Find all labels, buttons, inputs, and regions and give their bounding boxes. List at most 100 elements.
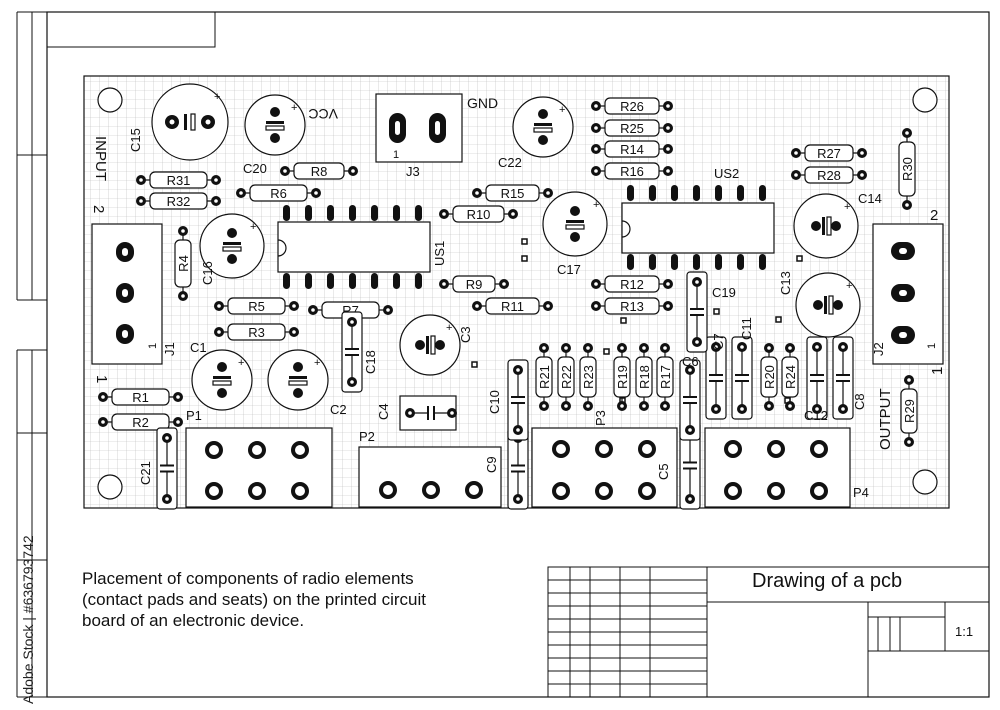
resistor-r25: R25 [591,119,673,137]
resistor-r20: R20 [760,343,778,411]
label-j1-pin: 1 [147,343,159,349]
polarity-mark: + [446,322,452,334]
resistor-label: R6 [270,186,287,201]
capacitor-label: C8 [852,393,867,410]
resistor-r14: R14 [591,140,673,158]
capacitor-c19: C19 [686,271,736,353]
capacitor-label: C2 [330,402,347,417]
resistor-label: R25 [620,121,644,136]
capacitor-c13: +C13 [778,271,861,338]
resistor-label: R21 [537,365,552,389]
capacitor-label: C10 [487,390,502,414]
caption-line-3: board of an electronic device. [82,611,305,630]
label-j1: J1 [162,342,177,356]
capacitor-c10: C10 [487,359,529,441]
resistor-r2: R2 [98,413,183,431]
capacitor-label: C18 [363,350,378,374]
resistor-r8: R8 [280,162,358,180]
resistor-r10: R10 [439,205,518,223]
resistor-r4: R4 [174,226,192,301]
title-block [547,566,990,698]
label-p2: P2 [359,429,375,444]
resistor-label: R8 [311,164,328,179]
capacitor-label: C12 [804,408,828,423]
resistor-label: R32 [167,194,191,209]
label-p1: P1 [186,408,202,423]
board-labels: INPUT 2 OUTPUT 1 2 1 VCC GND 1 J3 J1 J2 … [90,95,946,500]
resistor-r18: R18 [635,343,653,411]
drawing-scale: 1:1 [955,624,974,639]
capacitor-label: C22 [498,155,522,170]
components-layer: R1R2R3R4R5R6R7R8R9R10R11R12R13R14R15R16R… [98,83,918,510]
resistor-r26: R26 [591,97,673,115]
capacitor-label: C15 [128,128,143,152]
resistor-label: R15 [501,186,525,201]
ic-us1 [277,205,431,289]
label-p4: P4 [853,485,869,500]
capacitor-c22: + C22 [498,96,574,170]
resistor-r16: R16 [591,162,673,180]
resistor-label: R20 [762,365,777,389]
resistor-r6: R6 [236,184,321,202]
resistor-r22: R22 [557,343,575,411]
header-p1 [185,427,333,508]
watermark-stock-id: Adobe Stock | #636793742 [20,535,36,704]
label-j2: J2 [871,342,886,356]
resistor-r28: R28 [791,166,867,184]
polarity-mark: + [846,280,852,292]
resistor-r21: R21 [535,343,553,411]
resistor-label: R18 [637,365,652,389]
resistor-label: R1 [132,390,149,405]
sheet-frame [46,11,990,698]
resistor-r32: R32 [136,192,221,210]
resistor-r5: R5 [214,297,299,315]
resistor-label: R13 [620,299,644,314]
polarity-mark: + [593,199,599,211]
resistor-label: R11 [501,299,524,314]
polarity-mark: + [214,91,220,103]
capacitor-c14: +C14 [793,191,882,259]
resistor-r1: R1 [98,388,183,406]
polarity-mark: + [314,357,320,369]
label-j3-pin: 1 [393,149,399,161]
capacitor-c11: C11 [731,317,754,420]
capacitor-label: C1 [190,340,207,355]
resistor-label: R12 [620,277,644,292]
resistor-label: R27 [817,146,841,161]
capacitor-c7: C7 [705,333,727,420]
capacitor-c6: C6 [679,354,701,441]
capacitor-label: C7 [711,333,726,350]
resistor-label: R22 [559,365,574,389]
resistor-r17: R17 [656,343,674,411]
resistor-r23: R23 [579,343,597,411]
capacitor-label: C17 [557,262,581,277]
resistor-label: R19 [615,365,630,389]
header-p2 [358,446,502,508]
label-j2-pin2: 2 [930,207,938,224]
label-gnd: GND [467,95,498,111]
label-j3: J3 [406,164,420,179]
capacitor-label: C6 [682,354,699,369]
polarity-mark: + [559,104,565,116]
resistor-r19: R19 [613,343,631,411]
resistor-label: R3 [248,325,265,340]
capacitor-label: C11 [739,317,754,340]
resistor-r11: R11 [472,297,553,315]
capacitor-label: C3 [458,326,473,343]
resistor-r9: R9 [439,275,509,293]
label-j1-pin1: 1 [93,375,110,383]
resistor-label: R29 [902,399,917,423]
capacitor-c21: C21 [138,427,178,510]
header-p3 [531,427,678,508]
capacitor-c16: +C16 [199,213,265,285]
capacitor-label: C20 [243,161,267,176]
ic-us2 [621,185,775,270]
label-vcc: VCC [308,106,338,122]
capacitor-c12: C12 [804,336,828,423]
resistor-label: R16 [620,164,644,179]
resistor-r13: R13 [591,297,673,315]
resistor-r27: R27 [791,144,867,162]
polarity-mark: + [291,102,297,114]
resistor-r30: R30 [898,128,916,210]
